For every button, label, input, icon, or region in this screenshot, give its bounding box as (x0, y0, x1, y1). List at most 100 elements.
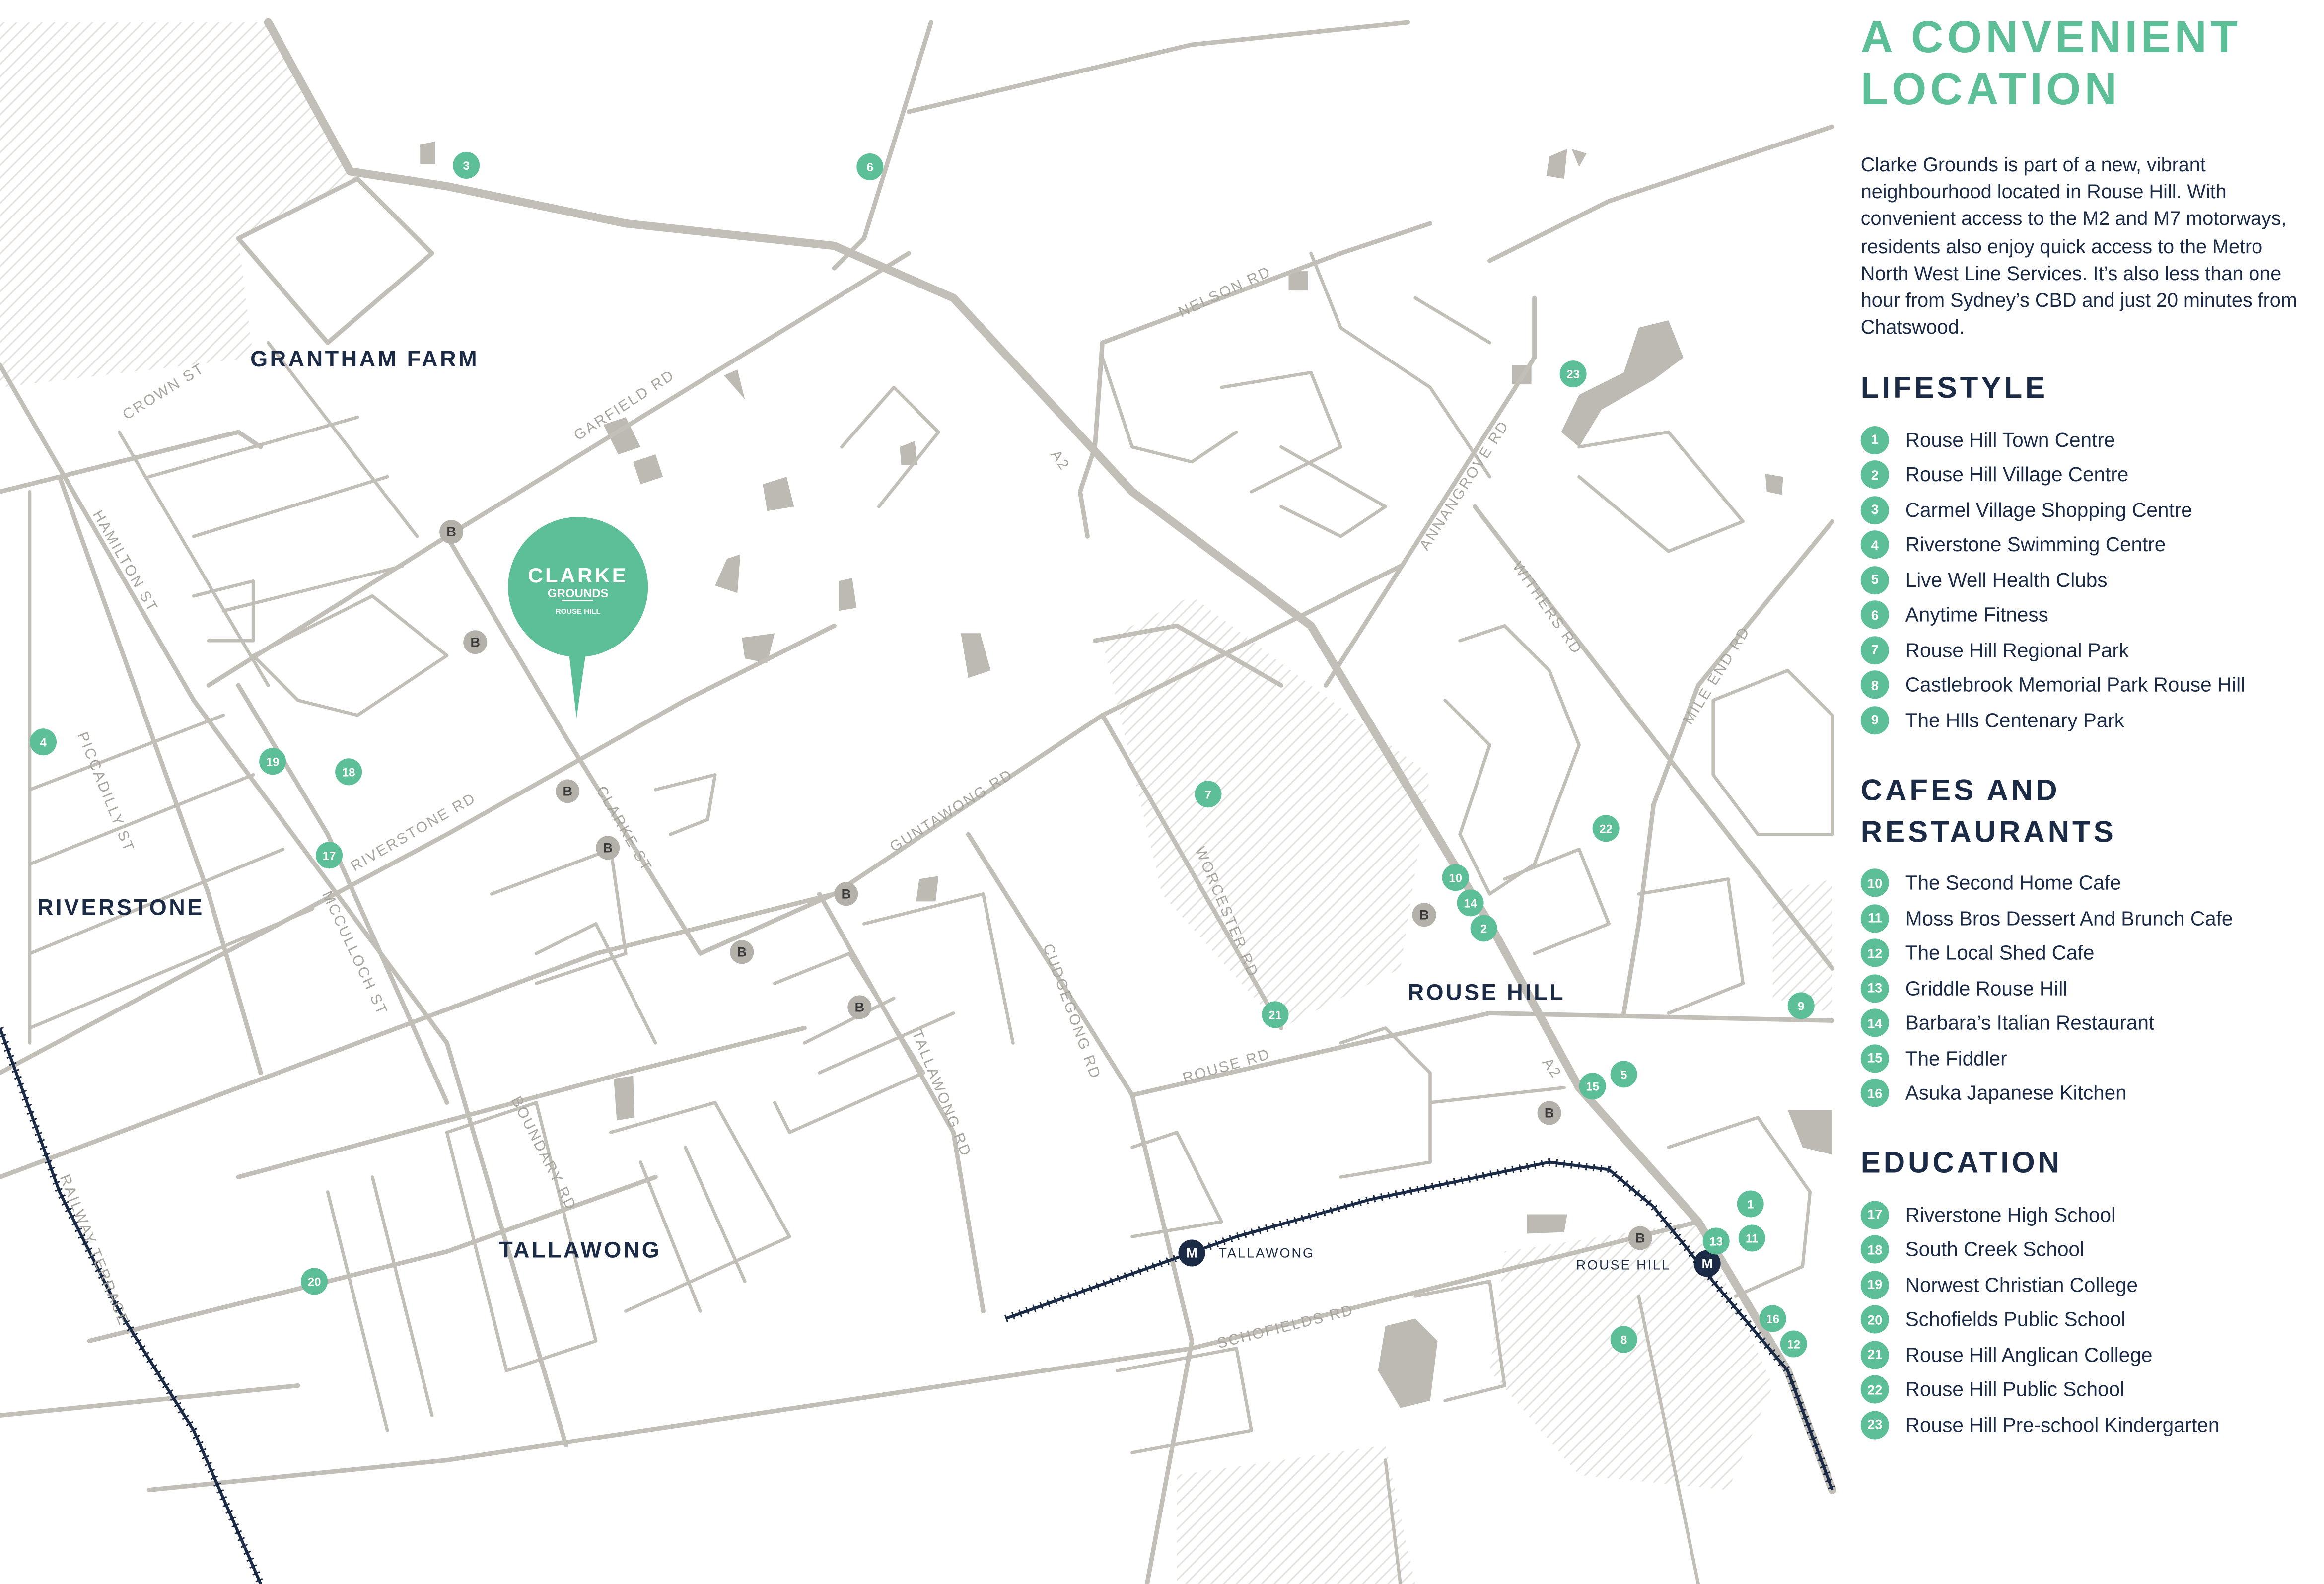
poi-marker[interactable]: 1 (1737, 1190, 1764, 1218)
clarke-grounds-pin[interactable]: CLARKE GROUNDS ROUSE HILL (508, 517, 648, 719)
legend-number-badge: 13 (1860, 974, 1889, 1003)
station-label-tallawong: TALLAWONG (1218, 1246, 1315, 1261)
bus-stop-icon[interactable]: B (439, 520, 464, 544)
legend-label: The Local Shed Cafe (1905, 941, 2095, 964)
bus-stops: B B B B B B B B B B (439, 520, 1652, 1250)
legend-label: South Creek School (1905, 1238, 2085, 1261)
metro-station-tallawong[interactable]: M (1178, 1239, 1205, 1267)
poi-marker[interactable]: 19 (259, 748, 286, 775)
road-label-tallawong-rd: TALLAWONG RD (909, 1028, 975, 1159)
poi-marker[interactable]: 5 (1610, 1061, 1637, 1088)
legend-label: The Fiddler (1905, 1047, 2007, 1070)
poi-marker[interactable]: 14 (1457, 889, 1484, 917)
poi-marker[interactable]: 22 (1592, 815, 1620, 842)
road-label-nelson-rd: NELSON RD (1176, 263, 1273, 320)
poi-marker[interactable]: 10 (1442, 864, 1469, 891)
legend-label: Rouse Hill Anglican College (1905, 1343, 2153, 1366)
legend-number-badge: 7 (1860, 636, 1889, 664)
poi-marker[interactable]: 11 (1738, 1224, 1765, 1252)
legend-number-badge: 5 (1860, 566, 1889, 594)
svg-text:B: B (446, 524, 456, 539)
road-label-schofields-rd: SCHOFIELDS RD (1215, 1302, 1355, 1352)
poi-marker[interactable]: 9 (1787, 992, 1815, 1019)
suburb-label-riverstone: RIVERSTONE (37, 894, 205, 920)
svg-text:B: B (1635, 1231, 1645, 1246)
road-label-clarke-st: CLARKE ST (593, 783, 655, 874)
legend-item: 16 Asuka Japanese Kitchen (1860, 1076, 2308, 1111)
svg-text:M: M (1186, 1246, 1197, 1261)
poi-marker[interactable]: 12 (1780, 1330, 1807, 1358)
bus-stop-icon[interactable]: B (463, 630, 488, 654)
svg-text:B: B (563, 784, 572, 798)
poi-marker[interactable]: 16 (1759, 1305, 1786, 1332)
bus-stop-icon[interactable]: B (1537, 1101, 1561, 1125)
legend-label: Rouse Hill Village Centre (1905, 463, 2129, 486)
bus-stop-icon[interactable]: B (1412, 903, 1436, 927)
poi-marker[interactable]: 8 (1610, 1326, 1637, 1353)
legend-number-badge: 11 (1860, 904, 1889, 933)
svg-text:8: 8 (1620, 1334, 1627, 1347)
road-label-mile-end-rd: MILE END RD (1680, 624, 1754, 727)
legend-number-badge: 20 (1860, 1305, 1889, 1334)
poi-marker[interactable]: 15 (1579, 1073, 1606, 1100)
road-label-piccadilly-st: PICCADILLY ST (74, 730, 138, 855)
svg-text:9: 9 (1798, 1000, 1804, 1013)
legend-label: Norwest Christian College (1905, 1273, 2138, 1296)
legend-item: 7 Rouse Hill Regional Park (1860, 633, 2308, 668)
metro-station-rouse-hill[interactable]: M (1693, 1250, 1721, 1277)
legend-number-badge: 3 (1860, 496, 1889, 524)
legend-label: Rouse Hill Regional Park (1905, 639, 2129, 661)
svg-text:23: 23 (1566, 368, 1580, 381)
svg-text:2: 2 (1480, 922, 1487, 936)
logo-clarke: CLARKE (528, 564, 628, 587)
legend-label: Schofields Public School (1905, 1308, 2126, 1331)
poi-marker[interactable]: 20 (301, 1268, 328, 1295)
poi-marker[interactable]: 13 (1702, 1227, 1730, 1255)
legend-label: The Second Home Cafe (1905, 871, 2121, 894)
poi-marker[interactable]: 21 (1262, 1001, 1289, 1028)
area-map[interactable]: CROWN ST GARFIELD RD HAMILTON ST PICCADI… (0, 0, 1840, 1584)
bus-stop-icon[interactable]: B (596, 836, 620, 860)
poi-marker[interactable]: 2 (1470, 915, 1497, 942)
poi-marker[interactable]: 7 (1195, 781, 1222, 808)
svg-text:17: 17 (323, 849, 336, 863)
poi-marker[interactable]: 23 (1559, 360, 1587, 388)
legend-label: Carmel Village Shopping Centre (1905, 499, 2192, 521)
suburb-label-rouse-hill: ROUSE HILL (1408, 979, 1566, 1005)
legend-number-badge: 6 (1860, 600, 1889, 629)
info-panel: A CONVENIENT LOCATION Clarke Grounds is … (1860, 12, 2308, 1442)
bus-stop-icon[interactable]: B (834, 882, 858, 906)
svg-text:11: 11 (1746, 1232, 1758, 1246)
legend-label: Asuka Japanese Kitchen (1905, 1081, 2127, 1104)
bus-stop-icon[interactable]: B (1628, 1226, 1652, 1250)
poi-marker[interactable]: 4 (30, 728, 57, 756)
poi-marker[interactable]: 3 (453, 152, 480, 179)
logo-rouse-hill: ROUSE HILL (556, 607, 601, 616)
panel-title-line2: LOCATION (1860, 66, 2121, 115)
svg-text:6: 6 (867, 161, 873, 174)
legend-number-badge: 16 (1860, 1079, 1889, 1107)
bus-stop-icon[interactable]: B (847, 995, 872, 1019)
svg-text:5: 5 (1620, 1068, 1627, 1081)
bus-stop-icon[interactable]: B (556, 779, 580, 803)
bus-stop-icon[interactable]: B (730, 940, 754, 964)
poi-marker[interactable]: 18 (335, 758, 362, 786)
svg-text:B: B (1545, 1105, 1554, 1120)
panel-title: A CONVENIENT LOCATION (1861, 12, 2308, 116)
road-label-hamilton-st: HAMILTON ST (89, 507, 161, 615)
svg-text:B: B (737, 944, 747, 959)
svg-text:B: B (1419, 907, 1429, 922)
legend-label: Rouse Hill Town Centre (1905, 429, 2115, 451)
poi-marker[interactable]: 6 (856, 153, 884, 181)
section-heading-cafes: CAFES AND RESTAURANTS (1861, 770, 2308, 854)
poi-marker[interactable]: 17 (316, 842, 343, 869)
legend-item: 20 Schofields Public School (1860, 1302, 2308, 1337)
road-label-boundary-rd: BOUNDARY RD (508, 1094, 580, 1214)
